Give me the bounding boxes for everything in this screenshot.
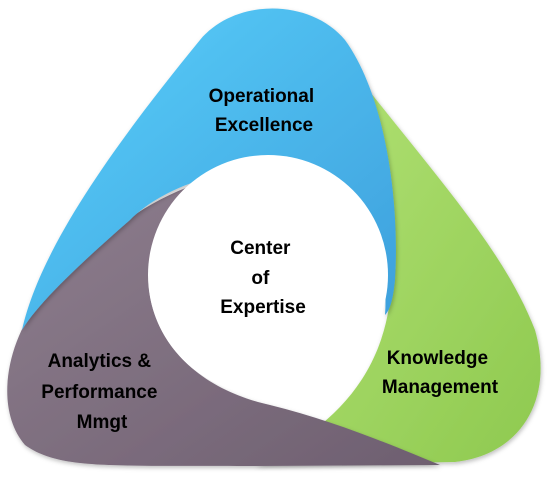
analytics-performance-line-3: Mmgt	[77, 412, 128, 433]
center-line-2: of	[251, 268, 270, 289]
analytics-performance-line-2: Performance	[41, 382, 157, 403]
knowledge-management-line-1: Knowledge	[387, 348, 488, 369]
center-line-3: Expertise	[220, 297, 306, 318]
operational-excellence-line-2: Excellence	[215, 115, 313, 136]
operational-excellence-line-1: Operational	[209, 86, 315, 107]
analytics-performance-label: Analytics & Performance Mmgt	[41, 351, 162, 433]
center-line-1: Center	[230, 238, 291, 259]
knowledge-management-segment	[255, 40, 541, 465]
operational-excellence-segment	[22, 8, 396, 330]
center-of-expertise-label: Center of Expertise	[220, 238, 306, 318]
analytics-performance-line-1: Analytics &	[48, 351, 152, 372]
operational-excellence-label: Operational Excellence	[209, 86, 320, 136]
knowledge-management-line-2: Management	[382, 377, 499, 398]
analytics-performance-segment	[7, 171, 440, 466]
center-circle	[148, 155, 388, 395]
knowledge-management-label: Knowledge Management	[382, 348, 499, 398]
